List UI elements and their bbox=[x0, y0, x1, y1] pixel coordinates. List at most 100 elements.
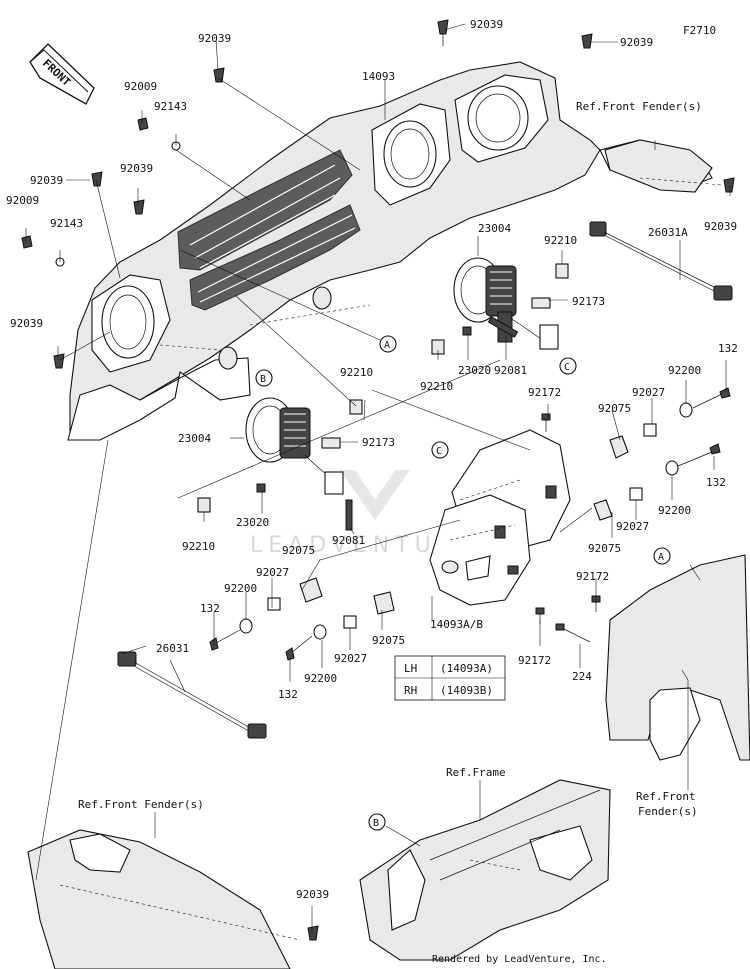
label-92081: 92081 bbox=[332, 534, 365, 547]
screw-92172-upper bbox=[541, 413, 551, 432]
svg-text:B: B bbox=[373, 818, 379, 829]
clip-92210-a bbox=[555, 263, 569, 279]
callout-c-mid: C bbox=[431, 441, 449, 459]
clip-92173-b bbox=[321, 437, 341, 449]
label-92009: 92009 bbox=[6, 194, 39, 207]
rivet-92039-left-c bbox=[133, 199, 145, 215]
svg-text:C: C bbox=[564, 362, 570, 373]
label-92039: 92039 bbox=[198, 32, 231, 45]
label-92027: 92027 bbox=[616, 520, 649, 533]
spring-92081-a bbox=[487, 316, 519, 338]
screw-92009-b bbox=[21, 235, 33, 249]
ref-front-fender-right-1: Ref.Front bbox=[636, 790, 696, 803]
label-92210: 92210 bbox=[420, 380, 453, 393]
label-92143: 92143 bbox=[154, 100, 187, 113]
label-92172: 92172 bbox=[576, 570, 609, 583]
label-92081: 92081 bbox=[494, 364, 527, 377]
footer-credit: Rendered by LeadVenture, Inc. bbox=[432, 954, 607, 965]
label-92027: 92027 bbox=[256, 566, 289, 579]
label-23004: 23004 bbox=[478, 222, 511, 235]
label-14093: 14093 bbox=[362, 70, 395, 83]
label-224: 224 bbox=[572, 670, 592, 683]
side-legend-table: LH (14093A) RH (14093B) bbox=[394, 655, 506, 701]
rivet-92039-left-b bbox=[91, 171, 103, 187]
label-92210: 92210 bbox=[544, 234, 577, 247]
ref-frame: Ref.Frame bbox=[446, 766, 506, 779]
label-23004: 23004 bbox=[178, 432, 211, 445]
ref-front-fender-bottom: Ref.Front Fender(s) bbox=[78, 798, 204, 811]
legend-rh: RH bbox=[404, 684, 417, 697]
harness-26031A bbox=[589, 221, 733, 301]
bolt-224 bbox=[555, 623, 591, 643]
label-23020: 23020 bbox=[236, 516, 269, 529]
clip-92210-d bbox=[197, 497, 211, 513]
label-92210: 92210 bbox=[182, 540, 215, 553]
label-132: 132 bbox=[718, 342, 738, 355]
front-fender-right bbox=[605, 554, 750, 761]
label-14093AB: 14093A/B bbox=[430, 618, 483, 631]
rivet-92039-right bbox=[723, 177, 735, 193]
figure-code: F2710 bbox=[683, 24, 716, 37]
label-92039: 92039 bbox=[704, 220, 737, 233]
rivet-92039-left-d bbox=[53, 353, 65, 369]
label-92200: 92200 bbox=[668, 364, 701, 377]
label-92172: 92172 bbox=[518, 654, 551, 667]
callout-b-bottom: B bbox=[368, 813, 386, 831]
ref-front-fender-top: Ref.Front Fender(s) bbox=[576, 100, 702, 113]
mount-hardware-lower bbox=[593, 443, 721, 521]
label-92075: 92075 bbox=[588, 542, 621, 555]
front-cowl-14093 bbox=[67, 61, 713, 441]
label-92200: 92200 bbox=[304, 672, 337, 685]
label-92173: 92173 bbox=[362, 436, 395, 449]
label-92172: 92172 bbox=[528, 386, 561, 399]
label-92200: 92200 bbox=[658, 504, 691, 517]
label-23020: 23020 bbox=[458, 364, 491, 377]
svg-text:A: A bbox=[658, 552, 664, 563]
leader-lines bbox=[25, 23, 731, 934]
label-92039: 92039 bbox=[296, 888, 329, 901]
nut-23020-a bbox=[462, 326, 472, 336]
callout-b-top: B bbox=[255, 369, 273, 387]
callout-a-top: A bbox=[379, 335, 397, 353]
svg-text:A: A bbox=[384, 340, 390, 351]
bracket-14093a-b bbox=[429, 429, 571, 606]
label-92075: 92075 bbox=[598, 402, 631, 415]
rivet-92039-bottom bbox=[307, 925, 319, 941]
label-92039: 92039 bbox=[470, 18, 503, 31]
rivet-92039-top bbox=[437, 19, 449, 46]
label-92210: 92210 bbox=[340, 366, 373, 379]
label-92143: 92143 bbox=[50, 217, 83, 230]
legend-rh-part: (14093B) bbox=[440, 684, 493, 697]
label-92027: 92027 bbox=[334, 652, 367, 665]
label-92027: 92027 bbox=[632, 386, 665, 399]
callout-a-right: A bbox=[653, 547, 671, 565]
front-arrow-icon: FRONT bbox=[29, 43, 95, 105]
label-132: 132 bbox=[278, 688, 298, 701]
legend-lh: LH bbox=[404, 662, 417, 675]
label-92200: 92200 bbox=[224, 582, 257, 595]
frame-b bbox=[359, 779, 611, 961]
svg-text:B: B bbox=[260, 374, 266, 385]
label-132: 132 bbox=[706, 476, 726, 489]
ref-front-fender-right-2: Fender(s) bbox=[638, 805, 698, 818]
screw-92009-a bbox=[137, 117, 149, 131]
rivet-92039-tr bbox=[581, 33, 593, 49]
front-fender-bottom-left bbox=[27, 829, 301, 969]
label-26031: 26031 bbox=[156, 642, 189, 655]
headlight-lower-23004 bbox=[245, 397, 353, 531]
front-fender-top-right bbox=[604, 139, 723, 193]
callout-c-top: C bbox=[559, 357, 577, 375]
label-132: 132 bbox=[200, 602, 220, 615]
label-92173: 92173 bbox=[572, 295, 605, 308]
label-26031A: 26031A bbox=[648, 226, 688, 239]
label-92039: 92039 bbox=[620, 36, 653, 49]
label-92009: 92009 bbox=[124, 80, 157, 93]
legend-lh-part: (14093A) bbox=[440, 662, 493, 675]
label-92075: 92075 bbox=[372, 634, 405, 647]
label-92039: 92039 bbox=[10, 317, 43, 330]
label-92039: 92039 bbox=[30, 174, 63, 187]
clip-92173-a bbox=[531, 297, 551, 309]
label-92039: 92039 bbox=[120, 162, 153, 175]
